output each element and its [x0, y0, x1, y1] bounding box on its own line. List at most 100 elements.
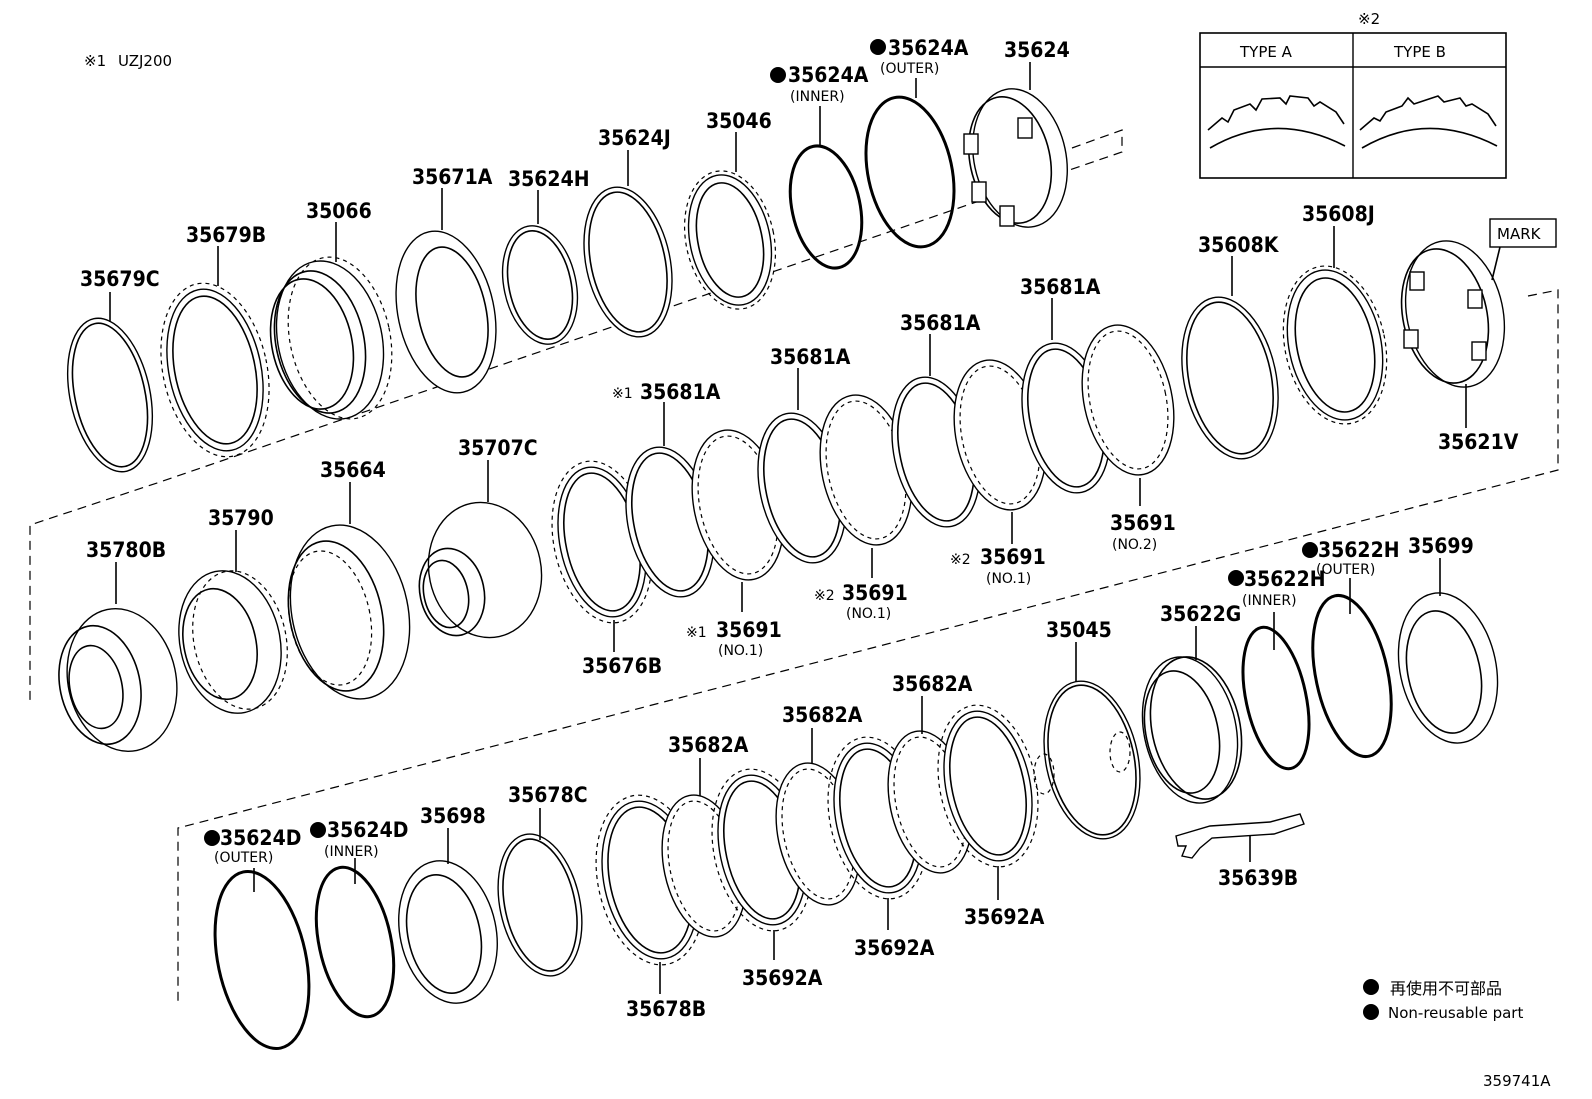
label-35682A-3: 35682A: [892, 672, 973, 696]
label-35664: 35664: [320, 458, 386, 482]
sublabel-mark1-b: ※1: [686, 625, 707, 641]
sublabel-35624D-outer: (OUTER): [214, 850, 273, 866]
label-35639B: 35639B: [1218, 866, 1298, 890]
part-35639B: 35639B: [1175, 813, 1305, 890]
label-35624: 35624: [1004, 38, 1070, 62]
label-35691-a: 35691: [716, 618, 782, 642]
part-35664: 35664: [287, 458, 411, 700]
part-35622H-inner: 35622H (INNER): [1228, 567, 1326, 771]
sublabel-35624D-inner: (INNER): [324, 844, 379, 860]
part-35624A-outer: 35624A (OUTER): [864, 36, 969, 249]
part-35624D-inner: 35624D (INNER): [310, 818, 408, 1019]
label-35681A-4: 35681A: [1020, 275, 1101, 299]
inset-mark: ※2: [1358, 10, 1380, 28]
part-35692A-3: 35692A: [937, 704, 1045, 929]
part-35624A-inner: 35624A (INNER): [770, 63, 869, 270]
part-35679C: 35679C: [66, 267, 160, 473]
type-inset: ※2 TYPE A TYPE B: [1199, 10, 1507, 179]
label-35790: 35790: [208, 506, 274, 530]
label-35682A-1: 35682A: [668, 733, 749, 757]
sublabel-no1-b: (NO.1): [846, 606, 891, 622]
label-35780B: 35780B: [86, 538, 166, 562]
sublabel-35622H-inner: (INNER): [1242, 593, 1297, 609]
label-35691-c: 35691: [980, 545, 1046, 569]
label-35681A-1: 35681A: [640, 380, 721, 404]
label-35624D-inner: 35624D: [327, 818, 408, 842]
part-35045: 35045: [1033, 618, 1141, 840]
part-35046: 35046: [683, 109, 777, 310]
label-35624A-outer: 35624A: [888, 36, 969, 60]
part-35679B: 35679B: [160, 223, 270, 458]
label-35707C: 35707C: [458, 436, 538, 460]
part-35691-b: ※2 35691 (NO.1): [814, 394, 913, 622]
label-35678C: 35678C: [508, 783, 588, 807]
sublabel-35624A-inner: (INNER): [790, 89, 845, 105]
part-35707C: 35707C: [418, 436, 543, 639]
label-35622H-outer: 35622H: [1318, 538, 1400, 562]
label-35679B: 35679B: [186, 223, 266, 247]
sublabel-no2: (NO.2): [1112, 537, 1157, 553]
mark-callout: MARK: [1489, 218, 1557, 281]
label-35046: 35046: [706, 109, 772, 133]
label-35608J: 35608J: [1302, 202, 1375, 226]
label-35678B: 35678B: [626, 997, 706, 1021]
sublabel-35622H-outer: (OUTER): [1316, 562, 1375, 578]
label-35681A-2: 35681A: [770, 345, 851, 369]
part-35699: 35699: [1397, 534, 1499, 744]
part-35624D-outer: 35624D (OUTER): [204, 826, 311, 1051]
part-35624H: 35624H: [501, 167, 590, 345]
sublabel-no1-c: (NO.1): [986, 571, 1031, 587]
legend-en: Non-reusable part: [1388, 1004, 1523, 1022]
type-b-header: TYPE B: [1393, 43, 1446, 61]
part-35622G: 35622G: [1141, 602, 1243, 804]
label-35622H-inner: 35622H: [1244, 567, 1326, 591]
sublabel-mark1-a: ※1: [612, 386, 633, 402]
label-35624D-outer: 35624D: [220, 826, 301, 850]
diagram-id: 359741A: [1483, 1072, 1551, 1090]
label-35698: 35698: [420, 804, 486, 828]
mark-label: MARK: [1497, 225, 1542, 243]
label-35681A-3: 35681A: [900, 311, 981, 335]
label-35682A-2: 35682A: [782, 703, 863, 727]
part-35066: 35066: [269, 199, 393, 420]
label-35699: 35699: [1408, 534, 1474, 558]
legend-jp: 再使用不可部品: [1390, 979, 1502, 998]
type-a-header: TYPE A: [1239, 43, 1293, 61]
part-35691-d: 35691 (NO.2): [1081, 324, 1176, 553]
label-35691-d: 35691: [1110, 511, 1176, 535]
part-35671A: 35671A: [395, 165, 497, 394]
label-35066: 35066: [306, 199, 372, 223]
part-35780B: 35780B: [58, 538, 178, 753]
label-35624J: 35624J: [598, 126, 671, 150]
model-note: ※1 UZJ200: [84, 52, 172, 70]
part-35608K: 35608K: [1181, 233, 1280, 460]
label-35624H: 35624H: [508, 167, 590, 191]
label-35676B: 35676B: [582, 654, 662, 678]
label-35692A-3: 35692A: [964, 905, 1045, 929]
label-35045: 35045: [1046, 618, 1112, 642]
label-35692A-2: 35692A: [854, 936, 935, 960]
label-35622G: 35622G: [1160, 602, 1241, 626]
part-35678C: 35678C: [497, 783, 588, 977]
label-35692A-1: 35692A: [742, 966, 823, 990]
sublabel-mark2-b: ※2: [950, 552, 971, 568]
part-35790: 35790: [178, 506, 288, 714]
note-text: UZJ200: [118, 52, 172, 70]
part-35622H-outer: 35622H (OUTER): [1302, 538, 1400, 759]
part-35621V: 35621V: [1400, 240, 1519, 454]
label-35608K: 35608K: [1198, 233, 1280, 257]
sublabel-no1-a: (NO.1): [718, 643, 763, 659]
label-35621V: 35621V: [1438, 430, 1519, 454]
sublabel-mark2-a: ※2: [814, 588, 835, 604]
part-35624: 35624: [963, 38, 1070, 228]
dashed-boundaries: [29, 129, 1559, 1005]
legend: 再使用不可部品 Non-reusable part: [1363, 979, 1523, 1022]
part-35608J: 35608J: [1282, 202, 1388, 425]
note-mark: ※1: [84, 52, 106, 70]
part-35698: 35698: [398, 804, 498, 1004]
label-35691-b: 35691: [842, 581, 908, 605]
label-35671A: 35671A: [412, 165, 493, 189]
sublabel-35624A-outer: (OUTER): [880, 61, 939, 77]
label-35624A-inner: 35624A: [788, 63, 869, 87]
